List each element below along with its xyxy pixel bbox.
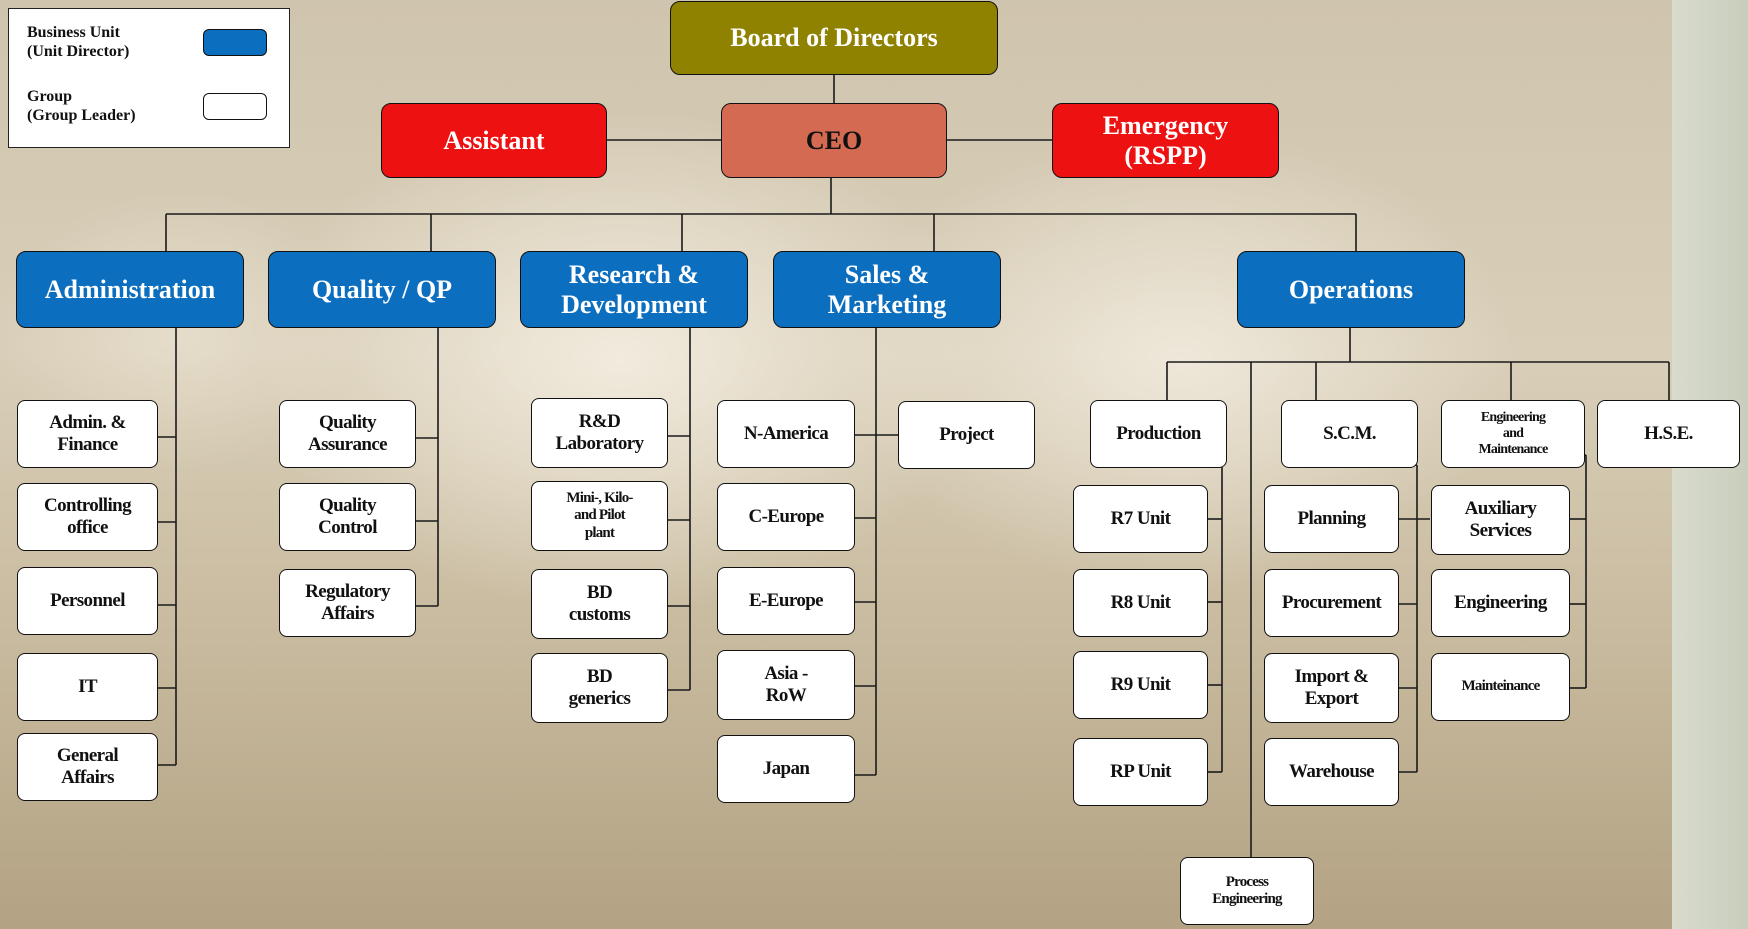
group-process-engineering: Process Engineering <box>1180 857 1314 925</box>
group-auxiliary-services: Auxiliary Services <box>1431 485 1570 555</box>
group-warehouse: Warehouse <box>1264 738 1399 806</box>
group-e-europe: E-Europe <box>717 567 855 635</box>
group-rd-laboratory: R&D Laboratory <box>531 398 668 468</box>
unit-sales: Sales & Marketing <box>773 251 1001 328</box>
unit-administration: Administration <box>16 251 244 328</box>
group-r8-unit: R8 Unit <box>1073 569 1208 637</box>
assistant-box: Assistant <box>381 103 607 178</box>
group-n-america: N-America <box>717 400 855 468</box>
group-bd-generics: BD generics <box>531 653 668 723</box>
unit-research: Research & Development <box>520 251 748 328</box>
group-quality-assurance: Quality Assurance <box>279 400 416 468</box>
group-admin-finance: Admin. & Finance <box>17 400 158 468</box>
group-r9-unit: R9 Unit <box>1073 651 1208 719</box>
unit-operations: Operations <box>1237 251 1465 328</box>
group-hse: H.S.E. <box>1597 400 1740 468</box>
group-regulatory-affairs: Regulatory Affairs <box>279 569 416 637</box>
ceo-box: CEO <box>721 103 947 178</box>
emergency-box: Emergency (RSPP) <box>1052 103 1279 178</box>
group-mainteinance: Mainteinance <box>1431 653 1570 721</box>
group-r7-unit: R7 Unit <box>1073 485 1208 553</box>
legend-group-label: Group (Group Leader) <box>27 88 136 125</box>
group-pilot-plant: Mini-, Kilo- and Pilot plant <box>531 481 668 551</box>
legend-business-unit-label: Business Unit (Unit Director) <box>27 24 130 61</box>
group-asia-row: Asia - RoW <box>717 650 855 720</box>
group-production: Production <box>1090 400 1227 468</box>
group-scm: S.C.M. <box>1281 400 1418 468</box>
group-it: IT <box>17 653 158 721</box>
legend: Business Unit (Unit Director) Group (Gro… <box>8 8 290 148</box>
group-personnel: Personnel <box>17 567 158 635</box>
group-planning: Planning <box>1264 485 1399 553</box>
group-engineering: Engineering <box>1431 569 1570 637</box>
group-import-export: Import & Export <box>1264 653 1399 723</box>
group-general-affairs: General Affairs <box>17 733 158 801</box>
legend-group-swatch <box>203 93 267 120</box>
group-procurement: Procurement <box>1264 569 1399 637</box>
unit-quality: Quality / QP <box>268 251 496 328</box>
group-engineering-maintenance: Engineering and Maintenance <box>1441 400 1585 468</box>
group-c-europe: C-Europe <box>717 483 855 551</box>
group-quality-control: Quality Control <box>279 483 416 551</box>
group-bd-customs: BD customs <box>531 569 668 639</box>
group-controlling-office: Controlling office <box>17 483 158 551</box>
board-of-directors: Board of Directors <box>670 1 998 75</box>
group-project: Project <box>898 401 1035 469</box>
group-japan: Japan <box>717 735 855 803</box>
group-rp-unit: RP Unit <box>1073 738 1208 806</box>
legend-business-unit-swatch <box>203 29 267 56</box>
